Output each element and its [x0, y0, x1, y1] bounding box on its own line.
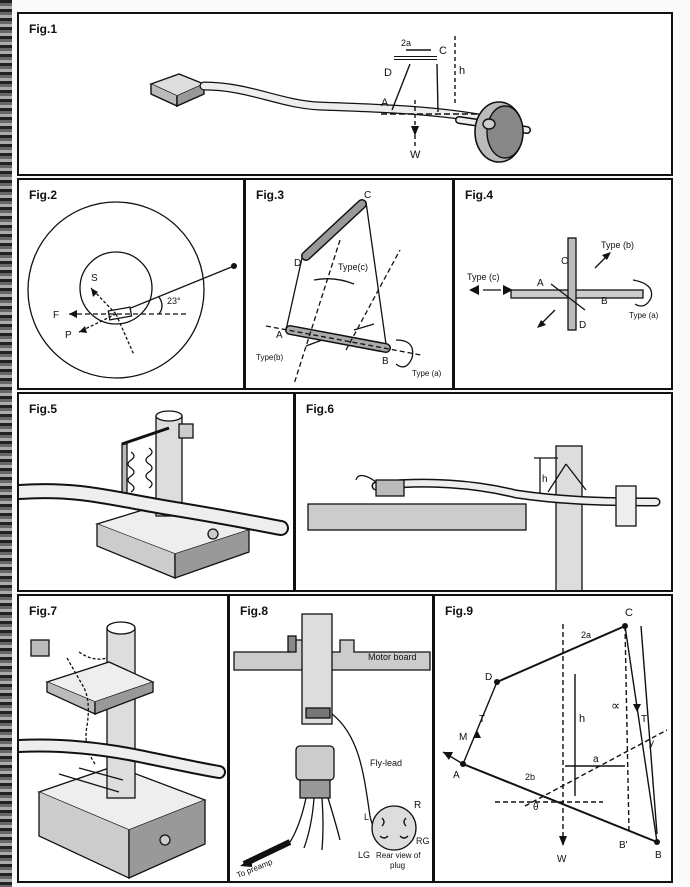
figure-8-label: Fig.8	[240, 604, 269, 618]
fig3-label-c: C	[364, 190, 371, 201]
fig8-label-fly-lead: Fly-lead	[370, 758, 402, 768]
figure-2-drawing: S F P 23°	[27, 201, 237, 379]
fig2-label-angle: 23°	[167, 296, 181, 306]
fig1-label-c: C	[439, 45, 447, 57]
fig8-label-rg: RG	[416, 836, 430, 846]
figure-5-panel: Fig.5	[17, 392, 295, 592]
fig9-label-theta: θ	[533, 802, 539, 813]
figure-7-drawing	[19, 621, 226, 880]
figure-8-drawing: Motor board Fly-lead R L RG LG Rear view…	[233, 613, 431, 880]
figure-9-panel: Fig.9 2a	[433, 594, 673, 883]
fig3-label-typeb: Type(b)	[256, 353, 283, 362]
fig4-label-b: B	[601, 296, 608, 307]
fig2-label-p: P	[65, 330, 72, 341]
fig2-label-f: F	[53, 310, 59, 321]
fig9-label-c: C	[625, 607, 633, 619]
fig8-label-rear-view-2: plug	[390, 861, 405, 870]
fig4-label-typec: Type (c)	[467, 272, 500, 282]
figure-6-panel: Fig.6 h	[294, 392, 673, 592]
figure-2-panel: Fig.2 S F P 23°	[17, 178, 245, 390]
figure-8-panel: Fig.8 Motor board Fly-lead R L RG LG	[228, 594, 434, 883]
fig9-label-alpha: ∝	[611, 698, 620, 713]
fig4-label-d: D	[579, 320, 586, 331]
fig1-label-d: D	[384, 67, 392, 79]
fig8-label-rear-view-1: Rear view of	[376, 851, 421, 860]
figure-3-label: Fig.3	[256, 188, 285, 202]
figure-3-drawing: C D Type(c) A Type(b) B Type (a)	[256, 190, 442, 385]
fig3-label-typec: Type(c)	[338, 262, 368, 272]
figure-7-label: Fig.7	[29, 604, 58, 618]
figure-1-label: Fig.1	[29, 22, 58, 36]
figure-2-label: Fig.2	[29, 188, 58, 202]
fig4-label-c: C	[561, 256, 568, 267]
fig1-label-h: h	[459, 65, 465, 77]
fig3-label-typea: Type (a)	[412, 369, 442, 378]
fig9-label-2a: 2a	[581, 630, 591, 640]
fig9-label-a: A	[453, 770, 460, 781]
fig9-label-2b: 2b	[525, 772, 535, 782]
figure-6-drawing: h	[307, 445, 661, 590]
fig3-label-a: A	[276, 330, 283, 341]
figure-5-drawing	[19, 410, 289, 579]
fig3-label-d: D	[294, 258, 301, 269]
fig8-label-r: R	[414, 800, 421, 811]
figure-3-panel: Fig.3 C D Type(c) A Type(b)	[244, 178, 454, 390]
fig1-label-2a: 2a	[401, 38, 411, 48]
fig9-label-a-dist: a	[593, 754, 599, 765]
figure-1-panel: Fig.1	[17, 12, 673, 176]
fig4-label-a: A	[537, 278, 544, 289]
fig9-label-m: M	[459, 732, 467, 743]
fig9-label-h: h	[579, 713, 585, 725]
figure-4-label: Fig.4	[465, 188, 494, 202]
fig9-label-w: W	[557, 854, 567, 865]
figure-9-drawing: 2a C D T T M A h a ∝ y 2b θ W B' B	[442, 607, 668, 865]
fig8-label-motor-board: Motor board	[368, 652, 417, 662]
fig8-label-lg: LG	[358, 850, 370, 860]
fig4-label-typea: Type (a)	[629, 311, 659, 320]
fig1-label-w: W	[410, 149, 421, 161]
fig9-label-d: D	[485, 672, 492, 683]
page-binding-edge	[0, 0, 12, 887]
figure-7-panel: Fig.7	[17, 594, 229, 883]
figure-9-label: Fig.9	[445, 604, 474, 618]
fig9-label-t1: T	[479, 714, 485, 725]
fig9-label-y: y	[649, 738, 654, 749]
fig3-label-b: B	[382, 356, 389, 367]
figure-4-panel: Fig.4 Type (b) Type (c) C A B D Type (a)	[453, 178, 673, 390]
figure-1-drawing: 2a C D h A W	[149, 36, 531, 163]
fig9-label-t2: T	[641, 714, 647, 725]
fig1-label-a: A	[381, 97, 389, 109]
figure-6-label: Fig.6	[306, 402, 335, 416]
fig9-label-bprime: B'	[619, 840, 628, 851]
fig6-label-h: h	[542, 474, 548, 485]
fig9-label-b: B	[655, 850, 662, 861]
figure-5-label: Fig.5	[29, 402, 58, 416]
fig2-label-s: S	[91, 273, 98, 284]
fig4-label-typeb: Type (b)	[601, 240, 634, 250]
fig8-label-l: L	[364, 812, 369, 822]
figure-4-drawing: Type (b) Type (c) C A B D Type (a)	[467, 237, 659, 331]
